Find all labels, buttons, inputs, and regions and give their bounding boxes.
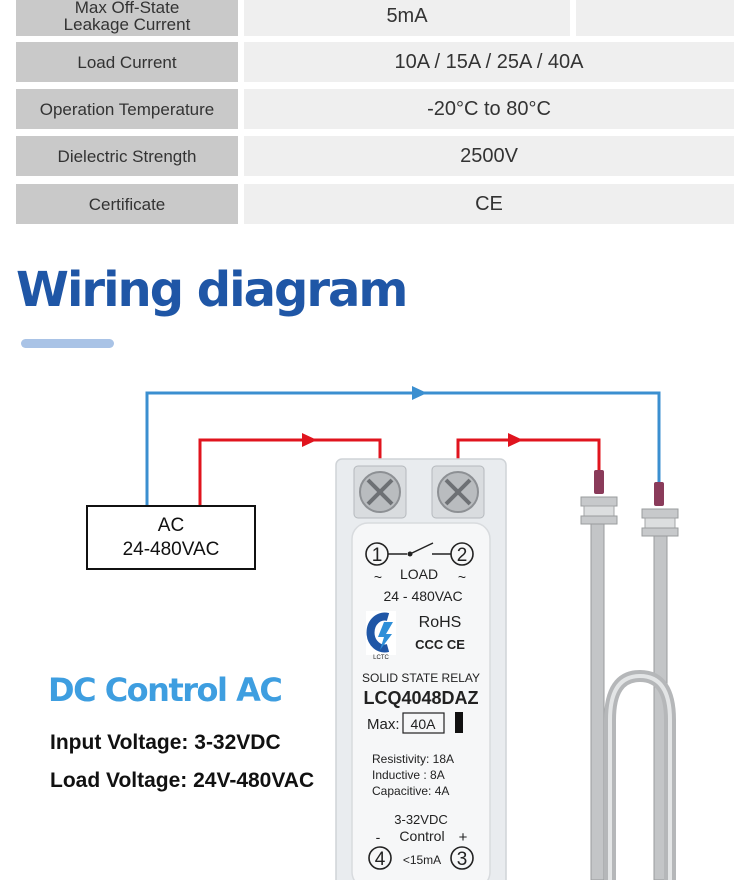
relay-model: LCQ4048DAZ <box>363 688 478 708</box>
spec-row-certificate: Certificate CE <box>16 184 734 224</box>
max-value: 40A <box>411 716 437 732</box>
spec-value: 10A / 15A / 25A / 40A <box>244 42 734 82</box>
spec-label: Load Current <box>16 42 238 82</box>
spec-value: CE <box>244 184 734 224</box>
rohs-mark: RoHS <box>419 614 462 631</box>
relay-type: SOLID STATE RELAY <box>362 671 480 685</box>
spec-value: 5mA <box>244 0 570 36</box>
spec-value: 2500V <box>244 136 734 176</box>
ac-range: 24-480VAC <box>122 538 220 560</box>
spec-label: Dielectric Strength <box>16 136 238 176</box>
red-wire-right <box>456 438 601 478</box>
certification-marks: CCC CE <box>415 637 465 652</box>
load-range: 24 - 480VAC <box>383 588 462 604</box>
load-voltage: Load Voltage: 24V-480VAC <box>50 769 315 792</box>
spec-row-load-current: Load Current 10A / 15A / 25A / 40A <box>16 42 734 82</box>
red-wire-left <box>198 438 382 505</box>
terminal-3-number: 3 <box>457 849 468 870</box>
control-current: <15mA <box>403 853 441 867</box>
resistivity-rating: Resistivity: 18A <box>372 752 454 766</box>
section-title: Wiring diagram <box>16 262 408 318</box>
spec-label-line1: Max Off-State <box>74 0 180 17</box>
red-wire-left-arrow <box>302 433 317 447</box>
capacitive-rating: Capacitive: 4A <box>372 784 449 798</box>
blue-wire-arrow <box>412 386 427 400</box>
ac-label: AC <box>157 514 185 536</box>
spec-label: Operation Temperature <box>16 89 238 129</box>
control-plus: + <box>459 829 468 846</box>
inductive-rating: Inductive : 8A <box>372 768 445 782</box>
spec-label: Certificate <box>16 184 238 224</box>
blue-wire <box>145 391 661 505</box>
spec-empty-cell <box>576 0 734 36</box>
input-voltage: Input Voltage: 3-32VDC <box>50 731 281 754</box>
terminal-2-number: 2 <box>457 545 468 566</box>
max-label: Max: <box>367 716 400 733</box>
spec-label: Max Off-State Leakage Current <box>16 0 238 36</box>
red-wire-right-arrow <box>508 433 523 447</box>
tilde-right: ~ <box>458 569 466 585</box>
load-label: LOAD <box>400 566 438 582</box>
title-underline <box>21 339 114 348</box>
heating-element <box>580 470 679 880</box>
control-minus: - <box>376 829 381 845</box>
relay-body <box>335 458 507 880</box>
ac-source-box: AC 24-480VAC <box>86 505 256 570</box>
terminal-4-number: 4 <box>375 849 386 870</box>
brand-label: LCTC <box>373 655 389 661</box>
spec-row-dielectric: Dielectric Strength 2500V <box>16 136 734 176</box>
control-range: 3-32VDC <box>394 812 447 827</box>
terminal-1-number: 1 <box>372 545 383 566</box>
tilde-left: ~ <box>374 569 382 585</box>
spec-row-leakage: Max Off-State Leakage Current 5mA <box>16 0 734 36</box>
control-title: DC Control AC <box>48 671 283 709</box>
spec-row-temperature: Operation Temperature -20°C to 80°C <box>16 89 734 129</box>
spec-value: -20°C to 80°C <box>244 89 734 129</box>
control-label: Control <box>399 828 444 844</box>
spec-label-line2: Leakage Current <box>63 15 191 34</box>
